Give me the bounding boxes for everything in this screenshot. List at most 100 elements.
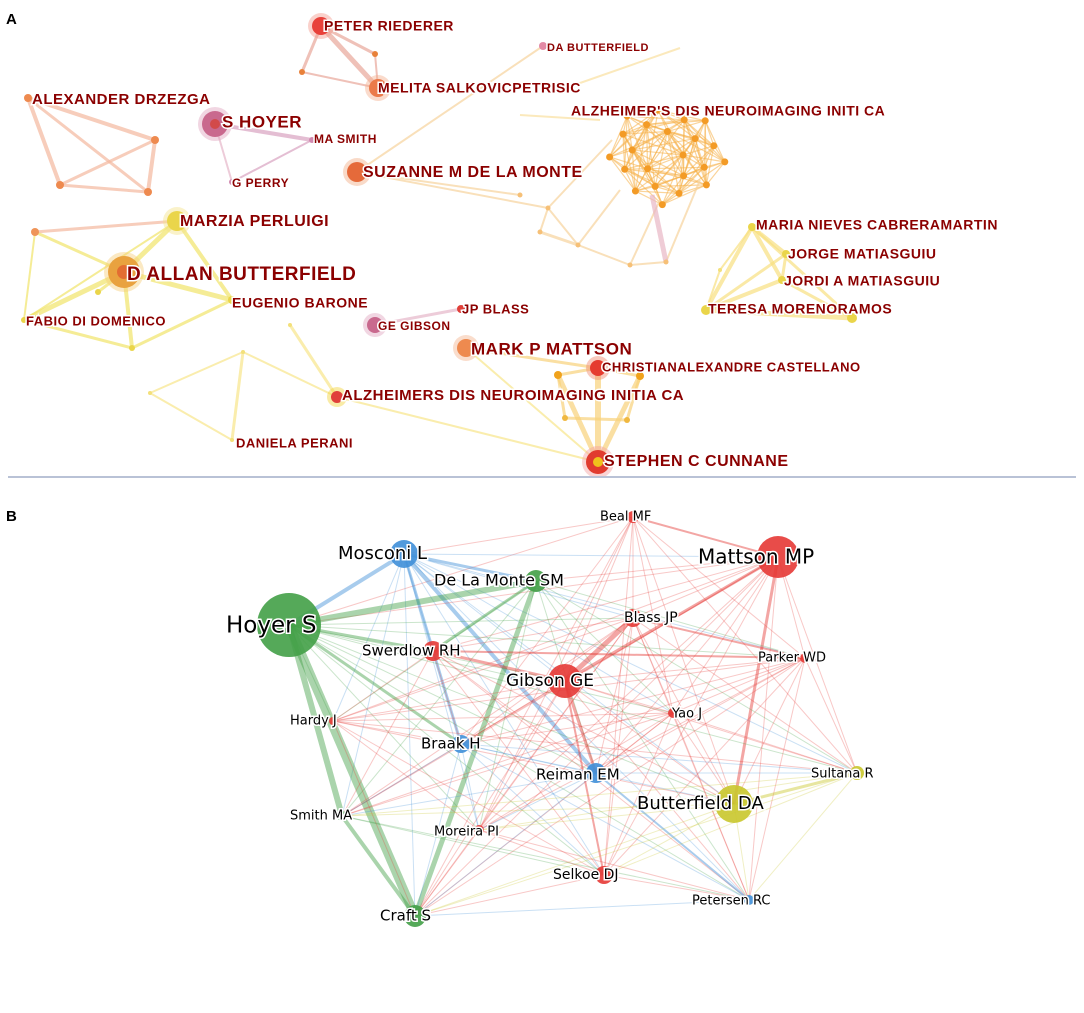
author-node — [679, 151, 687, 159]
author-node — [748, 223, 756, 231]
author-node — [299, 69, 305, 75]
citation-link — [733, 657, 806, 805]
coauthor-link — [646, 120, 706, 126]
citation-link — [403, 552, 537, 583]
citation-link — [332, 720, 480, 831]
citation-link — [603, 657, 806, 876]
citation-link — [288, 623, 462, 746]
citation-link — [595, 772, 750, 901]
coauthor-link — [705, 145, 715, 186]
author-node-smith — [337, 811, 347, 821]
citation-link — [332, 712, 674, 722]
author-node — [627, 262, 633, 268]
coauthor-link — [539, 207, 549, 233]
coauthor-link — [58, 138, 157, 187]
coauthor-link — [609, 156, 636, 192]
author-label-drzezga: ALEXANDER DRZEZGA — [32, 91, 211, 108]
author-label-g-perry: G PERRY — [232, 176, 289, 190]
author-node — [144, 188, 152, 196]
citation-link — [535, 580, 750, 901]
citation-link — [288, 624, 597, 774]
author-label-adni-ca: ALZHEIMER'S DIS NEUROIMAGING INITI CA — [571, 103, 885, 119]
citation-link — [414, 617, 634, 917]
author-label-parker: Parker WD — [758, 651, 826, 666]
citation-link — [288, 578, 537, 628]
author-label-ma-smith: MA SMITH — [314, 132, 377, 146]
author-node — [347, 162, 367, 182]
author-label-salkovic: MELITA SALKOVICPETRISIC — [378, 80, 581, 96]
author-node-sultana — [850, 766, 864, 780]
citation-link — [478, 657, 806, 831]
citation-link — [414, 772, 597, 917]
coauthor-link — [22, 318, 134, 350]
citation-link — [603, 874, 750, 901]
citation-link — [403, 553, 605, 876]
citation-link — [414, 712, 674, 917]
coauthor-link — [556, 373, 567, 420]
coauthor-link — [626, 115, 647, 126]
coauthor-link — [683, 119, 685, 176]
author-label-mattson: Mattson MP — [698, 545, 814, 569]
coauthor-link — [609, 149, 633, 158]
author-node — [701, 305, 711, 315]
coauthor-link — [704, 252, 788, 312]
coauthor-link — [666, 131, 707, 186]
citation-link — [632, 617, 750, 901]
author-node-mattson — [757, 536, 799, 578]
citation-link — [672, 657, 806, 714]
author-node — [623, 112, 631, 120]
coauthor-link — [373, 307, 463, 327]
author-label-gibson: Gibson GE — [506, 671, 594, 691]
author-label-swerdlow: Swerdlow RH — [362, 642, 461, 660]
citation-link — [414, 829, 480, 917]
coauthor-link — [538, 230, 580, 247]
citation-link — [632, 617, 674, 714]
author-label-smith: Smith MA — [290, 809, 352, 824]
coauthor-link — [149, 392, 233, 441]
author-node — [129, 345, 135, 351]
citation-link — [332, 556, 779, 722]
author-node — [537, 229, 543, 235]
citation-link — [603, 516, 634, 876]
author-node — [680, 116, 688, 124]
author-node-hardy — [329, 717, 337, 725]
author-label-s-hoyer: S HOYER — [222, 112, 302, 131]
author-node-butterfield — [715, 785, 753, 823]
coauthor-link — [704, 225, 754, 312]
coauthor-link — [622, 133, 656, 187]
citation-link — [595, 556, 779, 774]
author-label-yao: Yao J — [671, 707, 702, 722]
coauthor-link — [631, 119, 685, 151]
citation-link — [341, 712, 674, 817]
coauthor-link — [356, 171, 521, 196]
citation-link — [288, 617, 634, 626]
coauthor-link — [634, 124, 648, 192]
coauthor-link — [662, 184, 707, 206]
citation-link — [460, 712, 674, 745]
author-node — [229, 179, 235, 185]
citation-link — [595, 712, 674, 774]
coauthor-link — [627, 115, 685, 121]
author-node — [56, 181, 64, 189]
citation-link — [460, 743, 750, 901]
citation-link — [341, 553, 405, 817]
author-node — [701, 117, 709, 125]
citation-link — [414, 657, 806, 917]
author-node-core — [117, 265, 131, 279]
author-node — [228, 296, 236, 304]
author-node — [718, 268, 722, 272]
citation-link — [603, 712, 674, 876]
coauthor-link — [654, 138, 696, 187]
citation-link — [478, 680, 566, 831]
coauthor-link — [577, 244, 631, 266]
coauthor-link — [121, 269, 235, 303]
coauthor-link — [301, 71, 379, 89]
coauthor-link — [780, 252, 788, 282]
coauthor-link — [657, 109, 715, 147]
author-node — [148, 391, 152, 395]
author-node — [778, 276, 786, 284]
citation-link — [564, 555, 779, 683]
citation-link — [341, 772, 597, 817]
author-node-moreira — [474, 825, 484, 835]
